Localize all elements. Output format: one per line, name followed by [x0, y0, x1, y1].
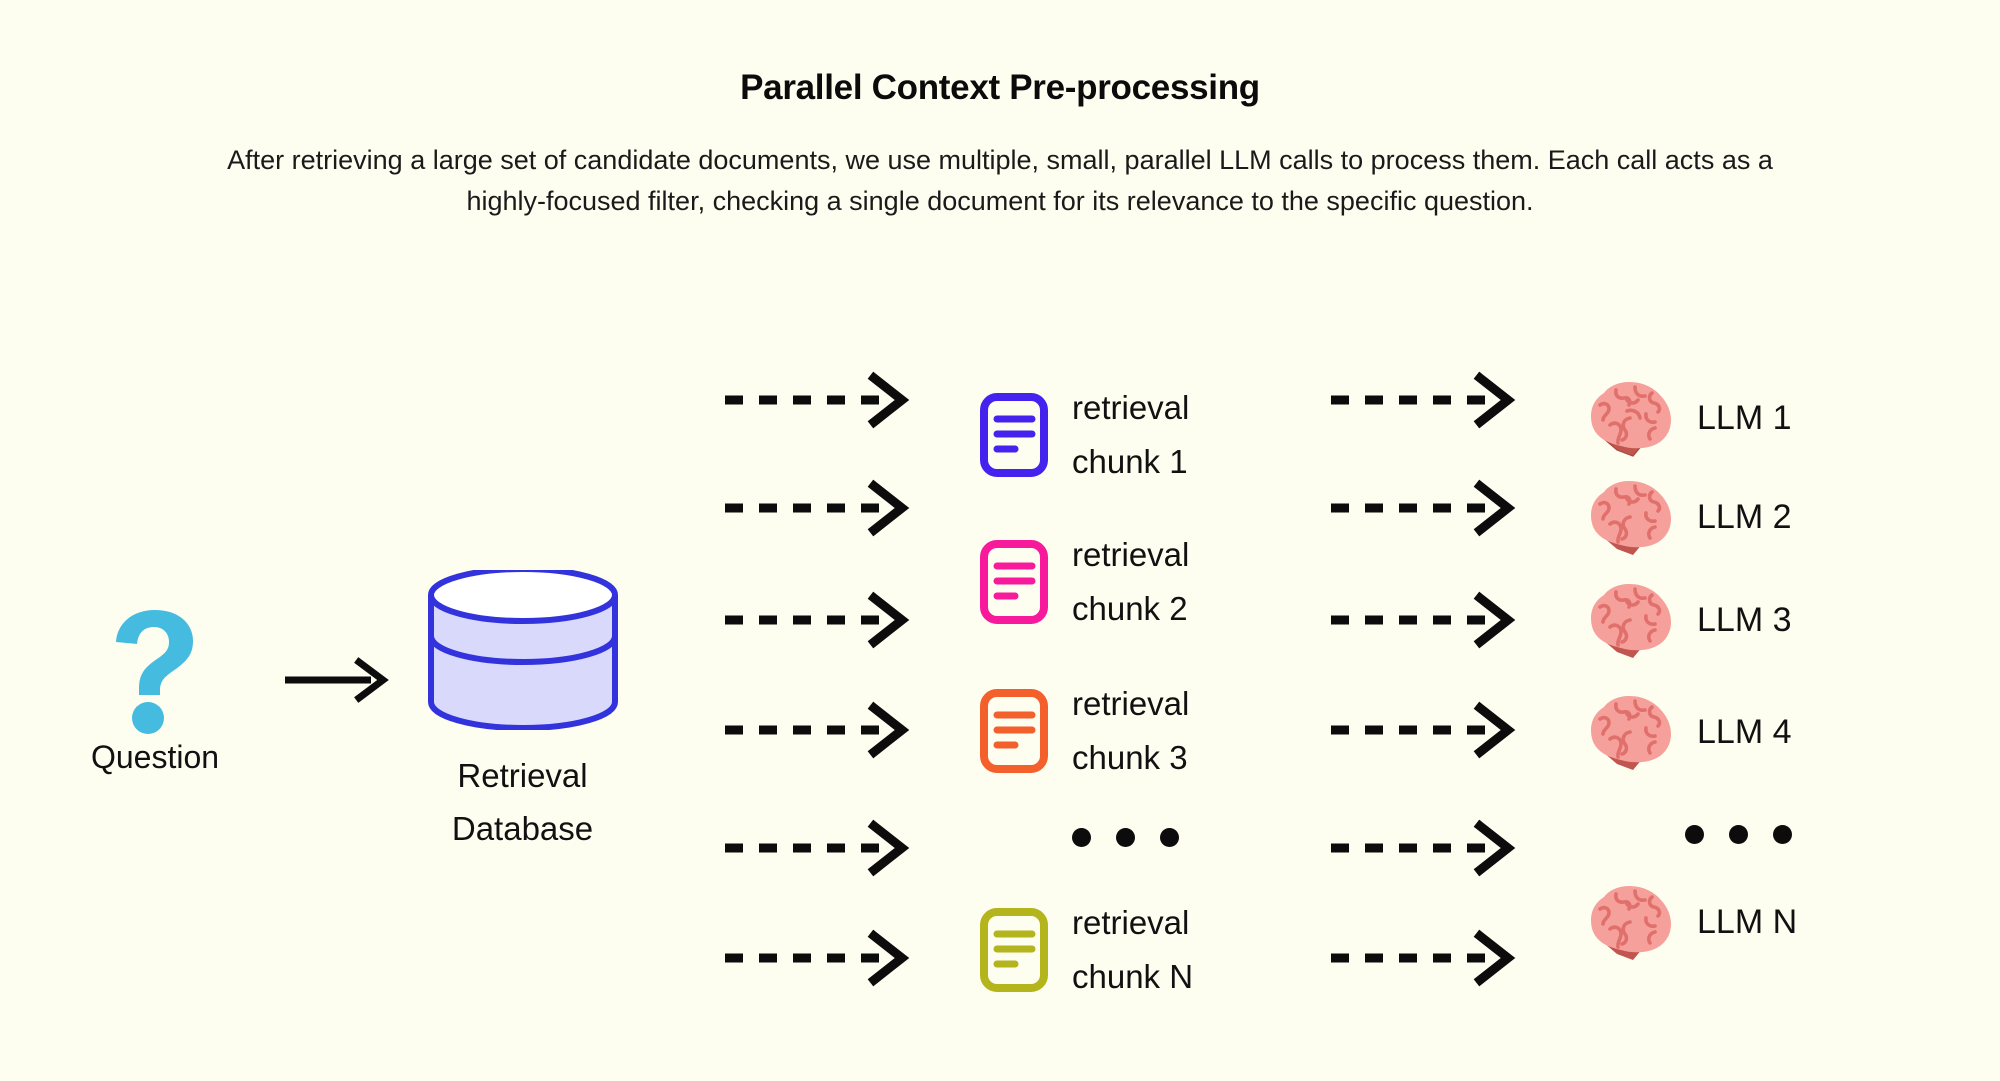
chunk-label-n: retrieval chunk N: [1072, 904, 1194, 995]
document-icon: [980, 689, 1048, 773]
document-icon: [980, 540, 1048, 624]
llm-row-1: LLM 1: [1583, 378, 1792, 458]
brain-icon: [1591, 584, 1671, 658]
dashed-arrow-llm-1: [1328, 370, 1528, 435]
llm-label-1: LLM 1: [1697, 398, 1792, 437]
llm-label-4: LLM 4: [1697, 712, 1792, 751]
question-node: Question: [55, 605, 255, 776]
dashed-arrow-chunk-2: [722, 590, 922, 655]
brain-icon: [1591, 382, 1671, 457]
llm-row-3: LLM 3: [1583, 580, 1792, 660]
dashed-arrow-chunk-3: [722, 700, 922, 765]
ellipsis-dot: [1773, 825, 1792, 844]
llm-label-2: LLM 2: [1697, 497, 1792, 536]
question-label: Question: [90, 739, 220, 775]
document-icon: [980, 393, 1048, 477]
chunk-ellipsis: [1072, 828, 1179, 847]
ellipsis-dot: [1685, 825, 1704, 844]
page-subtitle: After retrieving a large set of candidat…: [227, 145, 1773, 216]
chunk-label-1: retrieval chunk 1: [1072, 389, 1190, 480]
solid-arrow-right-icon: [283, 655, 393, 710]
llm-row-2: LLM 2: [1583, 477, 1792, 557]
ellipsis-dot: [1160, 828, 1179, 847]
brain-icon: [1591, 481, 1671, 555]
llm-ellipsis: [1685, 825, 1792, 844]
dashed-arrow-llm-2: [1328, 478, 1528, 543]
llm-label-3: LLM 3: [1697, 600, 1792, 639]
chunk-label-2: retrieval chunk 2: [1072, 536, 1190, 627]
dashed-arrow-chunk-n: [722, 928, 922, 993]
brain-icon: [1591, 696, 1671, 770]
ellipsis-dot: [1729, 825, 1748, 844]
llm-row-4: LLM 4: [1583, 692, 1792, 772]
dashed-arrow-chunk-ellipsis: [722, 818, 922, 883]
ellipsis-dot: [1072, 828, 1091, 847]
llm-label-n: LLM N: [1697, 902, 1798, 941]
ellipsis-dot: [1116, 828, 1135, 847]
dashed-arrow-chunk-1b: [722, 478, 922, 543]
retrieval-database-node: Retrieval Database: [415, 566, 630, 855]
chunk-row-n: retrieval chunk N: [980, 896, 1193, 1004]
llm-row-n: LLM N: [1583, 882, 1797, 962]
chunk-row-1: retrieval chunk 1: [980, 381, 1189, 489]
question-mark-icon: [55, 605, 255, 735]
document-icon: [980, 908, 1048, 992]
dashed-arrow-llm-4: [1328, 700, 1528, 765]
chunk-row-2: retrieval chunk 2: [980, 528, 1189, 636]
dashed-arrow-chunk-1a: [722, 370, 922, 435]
dashed-arrow-llm-3: [1328, 590, 1528, 655]
dashed-arrow-llm-ellipsis: [1328, 818, 1528, 883]
dashed-arrow-llm-n: [1328, 928, 1528, 993]
database-label: Retrieval Database: [451, 757, 594, 847]
brain-icon: [1591, 886, 1671, 960]
chunk-row-3: retrieval chunk 3: [980, 677, 1189, 785]
chunk-label-3: retrieval chunk 3: [1072, 685, 1190, 776]
database-cylinder-icon: [415, 566, 630, 735]
page-title: Parallel Context Pre-processing: [740, 68, 1260, 107]
